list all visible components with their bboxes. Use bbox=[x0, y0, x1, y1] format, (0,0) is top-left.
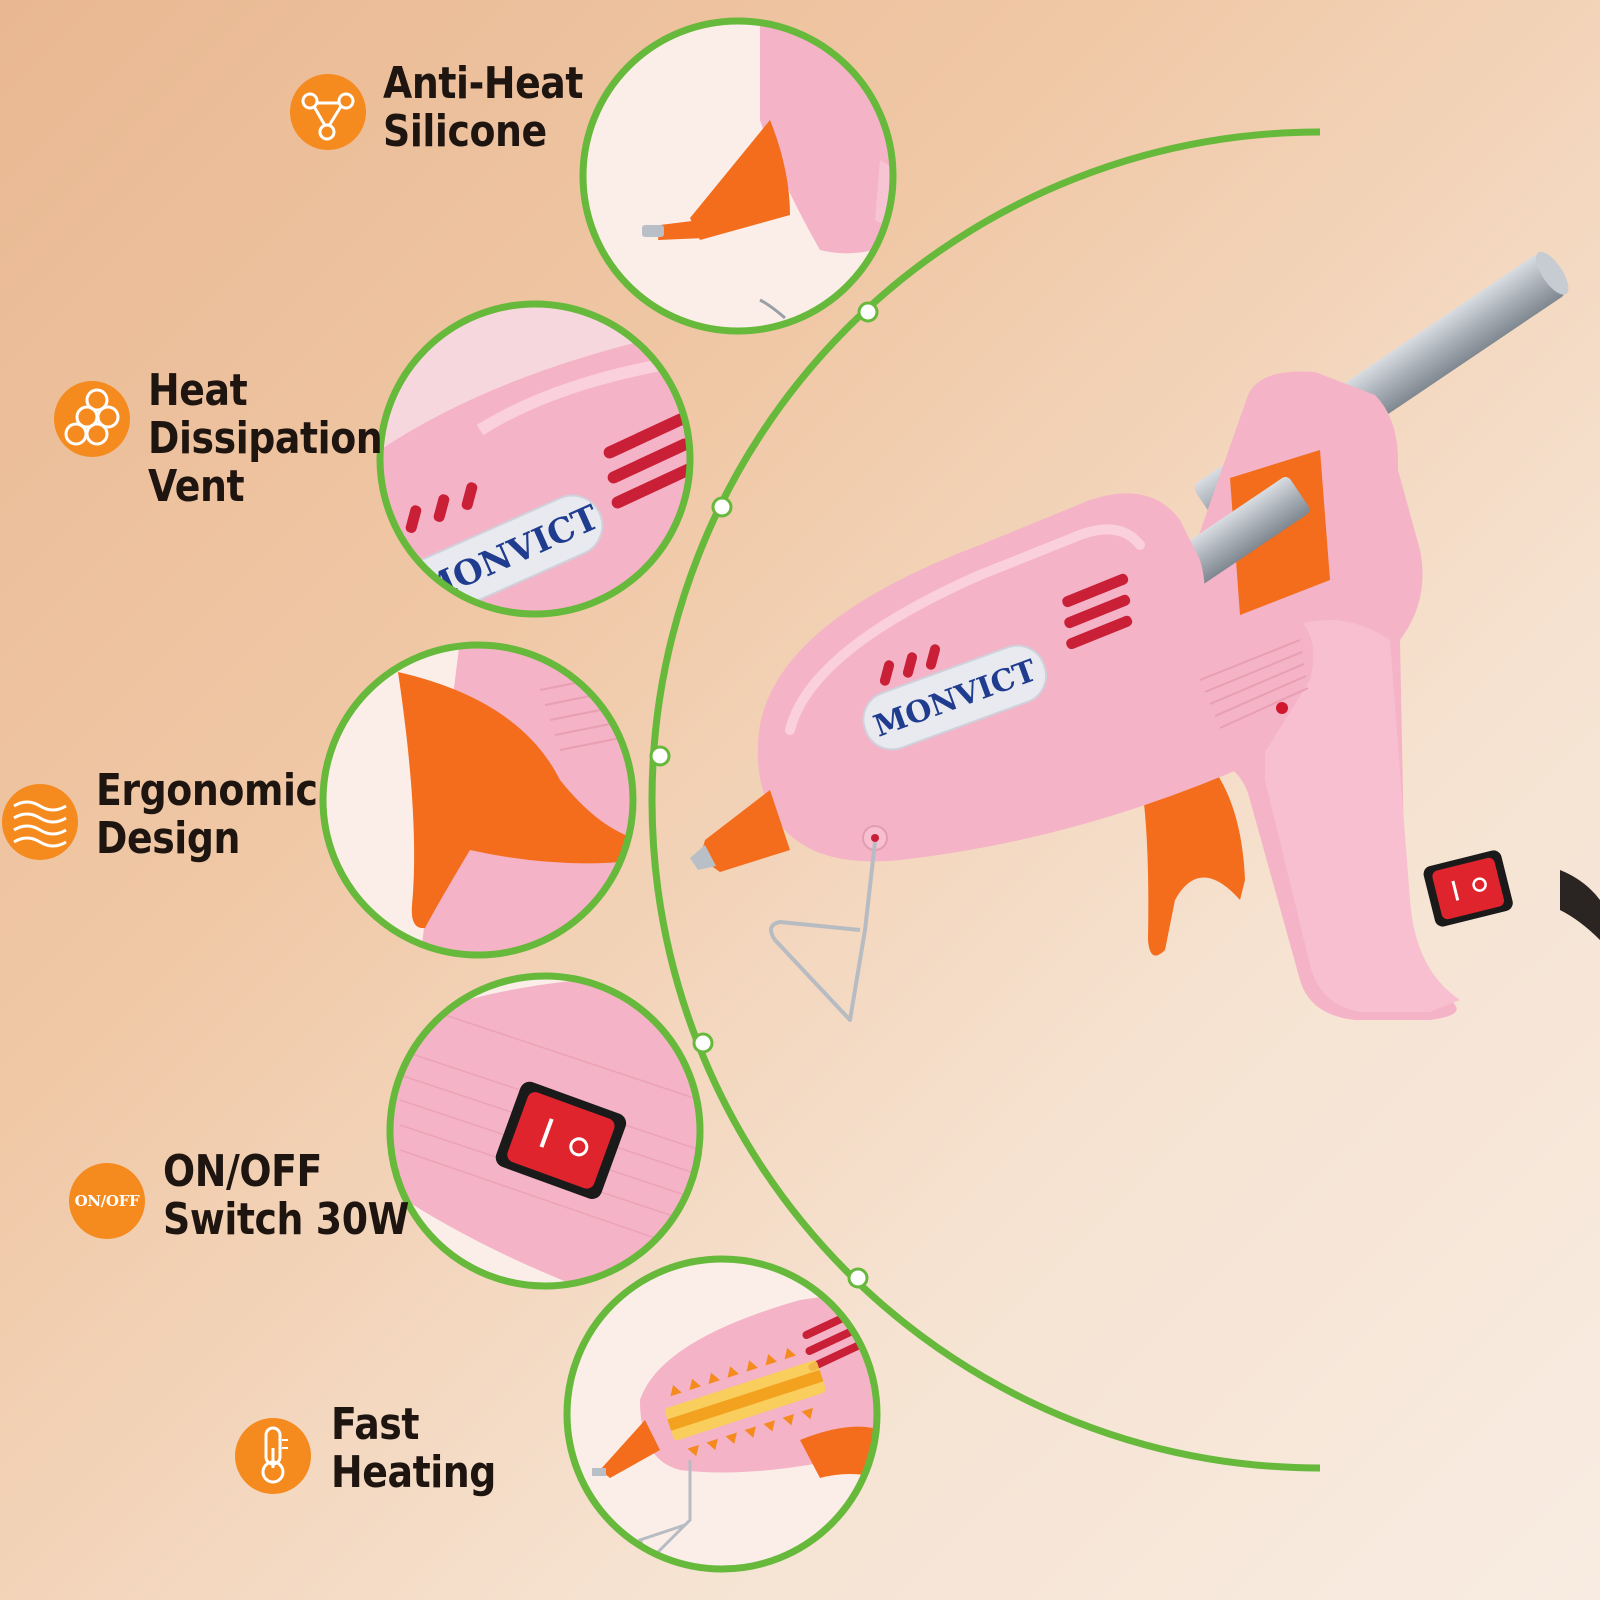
onoff-icon-text-wrap: ON/OFF bbox=[69, 1163, 145, 1239]
feature-label-fast-heating: Fast Heating bbox=[331, 1401, 496, 1497]
feature-label-heat-dissipation-vent: Heat Dissipation Vent bbox=[148, 365, 383, 512]
feature-title-line2: Silicone bbox=[383, 106, 547, 157]
glue-gun-main: MONVICT bbox=[690, 251, 1600, 1022]
closeup-nozzle bbox=[579, 17, 897, 335]
feature-title-line1: Ergonomic bbox=[96, 765, 318, 816]
molecule-icon bbox=[290, 74, 366, 150]
thermometer-icon bbox=[235, 1418, 311, 1494]
honeycomb-icon bbox=[54, 381, 130, 457]
feature-title-line2: Dissipation bbox=[148, 413, 383, 464]
feature-title-line2: Switch 30W bbox=[163, 1194, 409, 1245]
feature-title-line1: Anti-Heat bbox=[383, 58, 584, 109]
closeup-heating bbox=[563, 1255, 881, 1573]
waves-icon bbox=[2, 784, 78, 860]
onoff-icon-text: ON/OFF bbox=[74, 1192, 140, 1210]
green-arc bbox=[648, 128, 1321, 1472]
closeup-switch bbox=[386, 972, 704, 1290]
feature-label-anti-heat-silicone: Anti-Heat Silicone bbox=[383, 58, 584, 157]
feature-label-ergonomic-design: Ergonomic Design bbox=[96, 765, 318, 864]
feature-title-line3: Vent bbox=[148, 461, 245, 512]
onoff-icon bbox=[69, 1163, 145, 1239]
feature-label-onoff-switch: ON/OFF Switch 30W bbox=[163, 1148, 409, 1244]
feature-title-line2: Design bbox=[96, 813, 241, 864]
feature-title-line1: Fast bbox=[331, 1399, 420, 1450]
feature-title-line1: Heat bbox=[148, 365, 248, 416]
closeup-trigger bbox=[319, 641, 637, 959]
feature-title-line1: ON/OFF bbox=[163, 1146, 322, 1197]
closeup-vent: MONVICT bbox=[376, 300, 694, 618]
feature-title-line2: Heating bbox=[331, 1447, 496, 1498]
arc-dots bbox=[649, 301, 879, 1289]
